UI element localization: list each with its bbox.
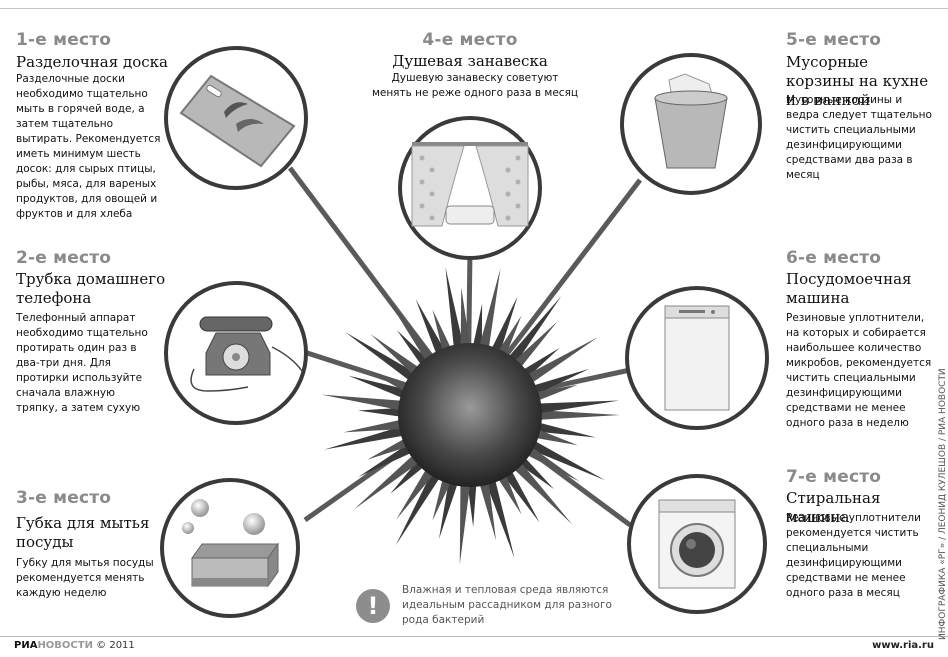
bacterium-spike [521,436,606,481]
shower-curtain-icon [398,116,542,260]
bacterium-spike [348,375,415,402]
cutting-board-icon [164,46,308,190]
bacterium-spike [497,462,540,523]
bacterium-spike [529,409,620,421]
bacterium-spike [438,471,461,540]
top-rule [0,8,948,9]
trash-bin-icon [620,53,762,195]
rank-5: 5-е место [786,30,882,50]
bacterium-spike [396,460,440,520]
desc-1: Разделочные доски необходимо тщательно м… [16,73,161,220]
bacterium-spike [502,296,562,371]
desc-7: Резиновые уплотнители рекомендуется чист… [786,512,921,599]
dishwasher-icon [625,286,769,430]
logo-part2: НОВОСТИ [37,640,93,651]
bacterium-spike [345,331,424,387]
bacterium-spike [518,441,580,482]
bacterium-spike [482,470,515,559]
bacterium-spike [471,303,483,357]
title-5: Мусорные корзины на кухне и в ванной [786,53,929,109]
bottom-rule [0,636,948,637]
sponge-icon [160,478,300,618]
bacterium-spike [324,423,414,450]
desc-2: Телефонный аппарат необходимо тщательно … [16,312,148,414]
telephone-icon [164,281,308,425]
footer-logo: РИАНОВОСТИ © 2011 [14,640,135,651]
footer-site[interactable]: www.ria.ru [872,640,934,651]
title-4: Душевая занавеска [392,52,548,70]
note-text: Влажная и тепловая среда являются идеаль… [402,584,612,626]
bacterium-spike [395,464,446,546]
bacterium-spike [370,334,428,382]
bacterium-spike [445,267,466,357]
bacterium-spike [460,287,472,356]
bacterium-spike [415,299,450,364]
title-7: Стиральная машина [786,489,881,526]
title-1: Разделочная доска [16,53,168,71]
bacterium-spike [506,321,558,376]
bacterium-spike [476,472,497,541]
bacterium-spike [321,394,412,413]
bacterium-spike [528,400,620,415]
bacterium-spike [476,268,501,358]
title-6: Посудомоечная машина [786,270,912,307]
desc-6: Резиновые уплотнители, на которых и соби… [786,312,932,429]
rank-7: 7-е место [786,467,882,487]
footer-year: © 2011 [96,640,135,651]
bacterium-spike [523,368,590,399]
bacterium-spike [459,474,472,565]
bacterium-spike [527,420,597,438]
bacterium-spike [487,296,518,362]
logo-part1: РИА [14,640,38,651]
bacterium-icon [321,267,620,565]
bacterium-spike [343,417,412,433]
bacterium-spike [518,337,599,389]
desc-3: Губку для мытья посуды рекомендуется мен… [16,557,154,599]
rank-4: 4-е место [422,30,518,50]
rank-3: 3-е место [16,488,112,508]
washing-machine-icon [627,474,767,614]
warning-icon: ! [356,589,390,623]
title-2: Трубка домашнего телефона [16,270,166,307]
rank-1: 1-е место [16,30,112,50]
bacterium-spike [358,407,411,418]
bacterium-spike [358,439,421,478]
desc-4: Душевую занавеску советуют менять не реж… [371,72,579,99]
desc-5: Мусорные корзины и ведра следует тщатель… [786,94,932,181]
bacterium-spike [383,292,440,370]
rank-2: 2-е место [16,248,112,268]
title-3: Губка для мытья посуды [16,514,150,551]
bacterium-spike [506,454,573,525]
credit-line: ИНФОГРАФИКА «РГ» / ЛЕОНИД КУЛЕШОВ / РИА … [938,368,948,640]
bacterium-spike [353,448,428,510]
rank-6: 6-е место [786,248,882,268]
